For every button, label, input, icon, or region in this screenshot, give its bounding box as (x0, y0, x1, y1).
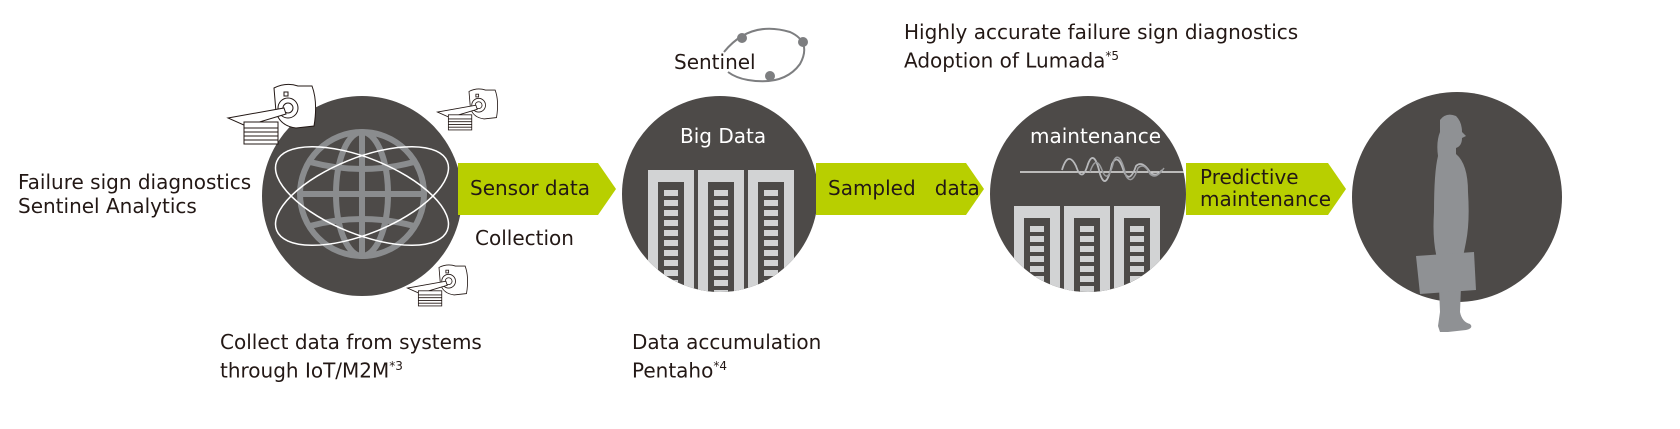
sampled-data-arrow: Sampled data (816, 163, 984, 215)
accumulation-caption-line1: Data accumulation (632, 330, 822, 354)
collect-caption: Collect data from systems through IoT/M2… (220, 330, 482, 383)
predictive-label-line1: Predictive (1200, 165, 1299, 189)
globe-network-icon (274, 129, 450, 259)
iot-collection-circle (262, 96, 462, 296)
predictive-label-line2: maintenance (1200, 187, 1332, 211)
sensor-data-label: Sensor data (470, 176, 590, 200)
left-label: Failure sign diagnostics Sentinel Analyt… (18, 170, 251, 218)
sensor-data-arrow: Sensor data (458, 163, 616, 215)
left-label-line2: Sentinel Analytics (18, 194, 197, 218)
lumada-label: Highly accurate failure sign diagnostics… (904, 20, 1298, 73)
lumada-label-line1: Highly accurate failure sign diagnostics (904, 20, 1299, 44)
accumulation-caption: Data accumulation Pentaho*4 (632, 330, 821, 383)
sentinel-logo: Sentinel (660, 20, 820, 90)
mri-scanner-icon (436, 88, 499, 131)
mri-scanner-icon (406, 264, 469, 307)
maintenance-circle: maintenance (990, 96, 1186, 292)
accumulation-caption-line2: Pentaho (632, 358, 714, 383)
collect-caption-line2: through IoT/M2M (220, 358, 390, 383)
footnote-3: *3 (389, 359, 403, 373)
sentinel-logo-text: Sentinel (674, 50, 756, 74)
collect-caption-line1: Collect data from systems (220, 330, 482, 354)
lumada-label-line2: Adoption of Lumada (904, 48, 1106, 73)
big-data-title: Big Data (680, 124, 767, 148)
mri-scanner-icon (226, 83, 317, 145)
big-data-circle: Big Data (622, 96, 818, 292)
footnote-5: *5 (1105, 49, 1120, 63)
left-label-line1: Failure sign diagnostics (18, 170, 252, 194)
person-silhouette-icon (1416, 114, 1476, 333)
waveform-icon (1020, 156, 1186, 182)
predictive-maintenance-arrow: Predictive maintenance (1186, 163, 1346, 215)
maintenance-title: maintenance (1030, 124, 1162, 148)
footnote-4: *4 (713, 359, 727, 373)
orbit-icon (723, 27, 808, 83)
collection-label: Collection (475, 226, 574, 250)
sampled-data-label: Sampled data (828, 176, 980, 200)
